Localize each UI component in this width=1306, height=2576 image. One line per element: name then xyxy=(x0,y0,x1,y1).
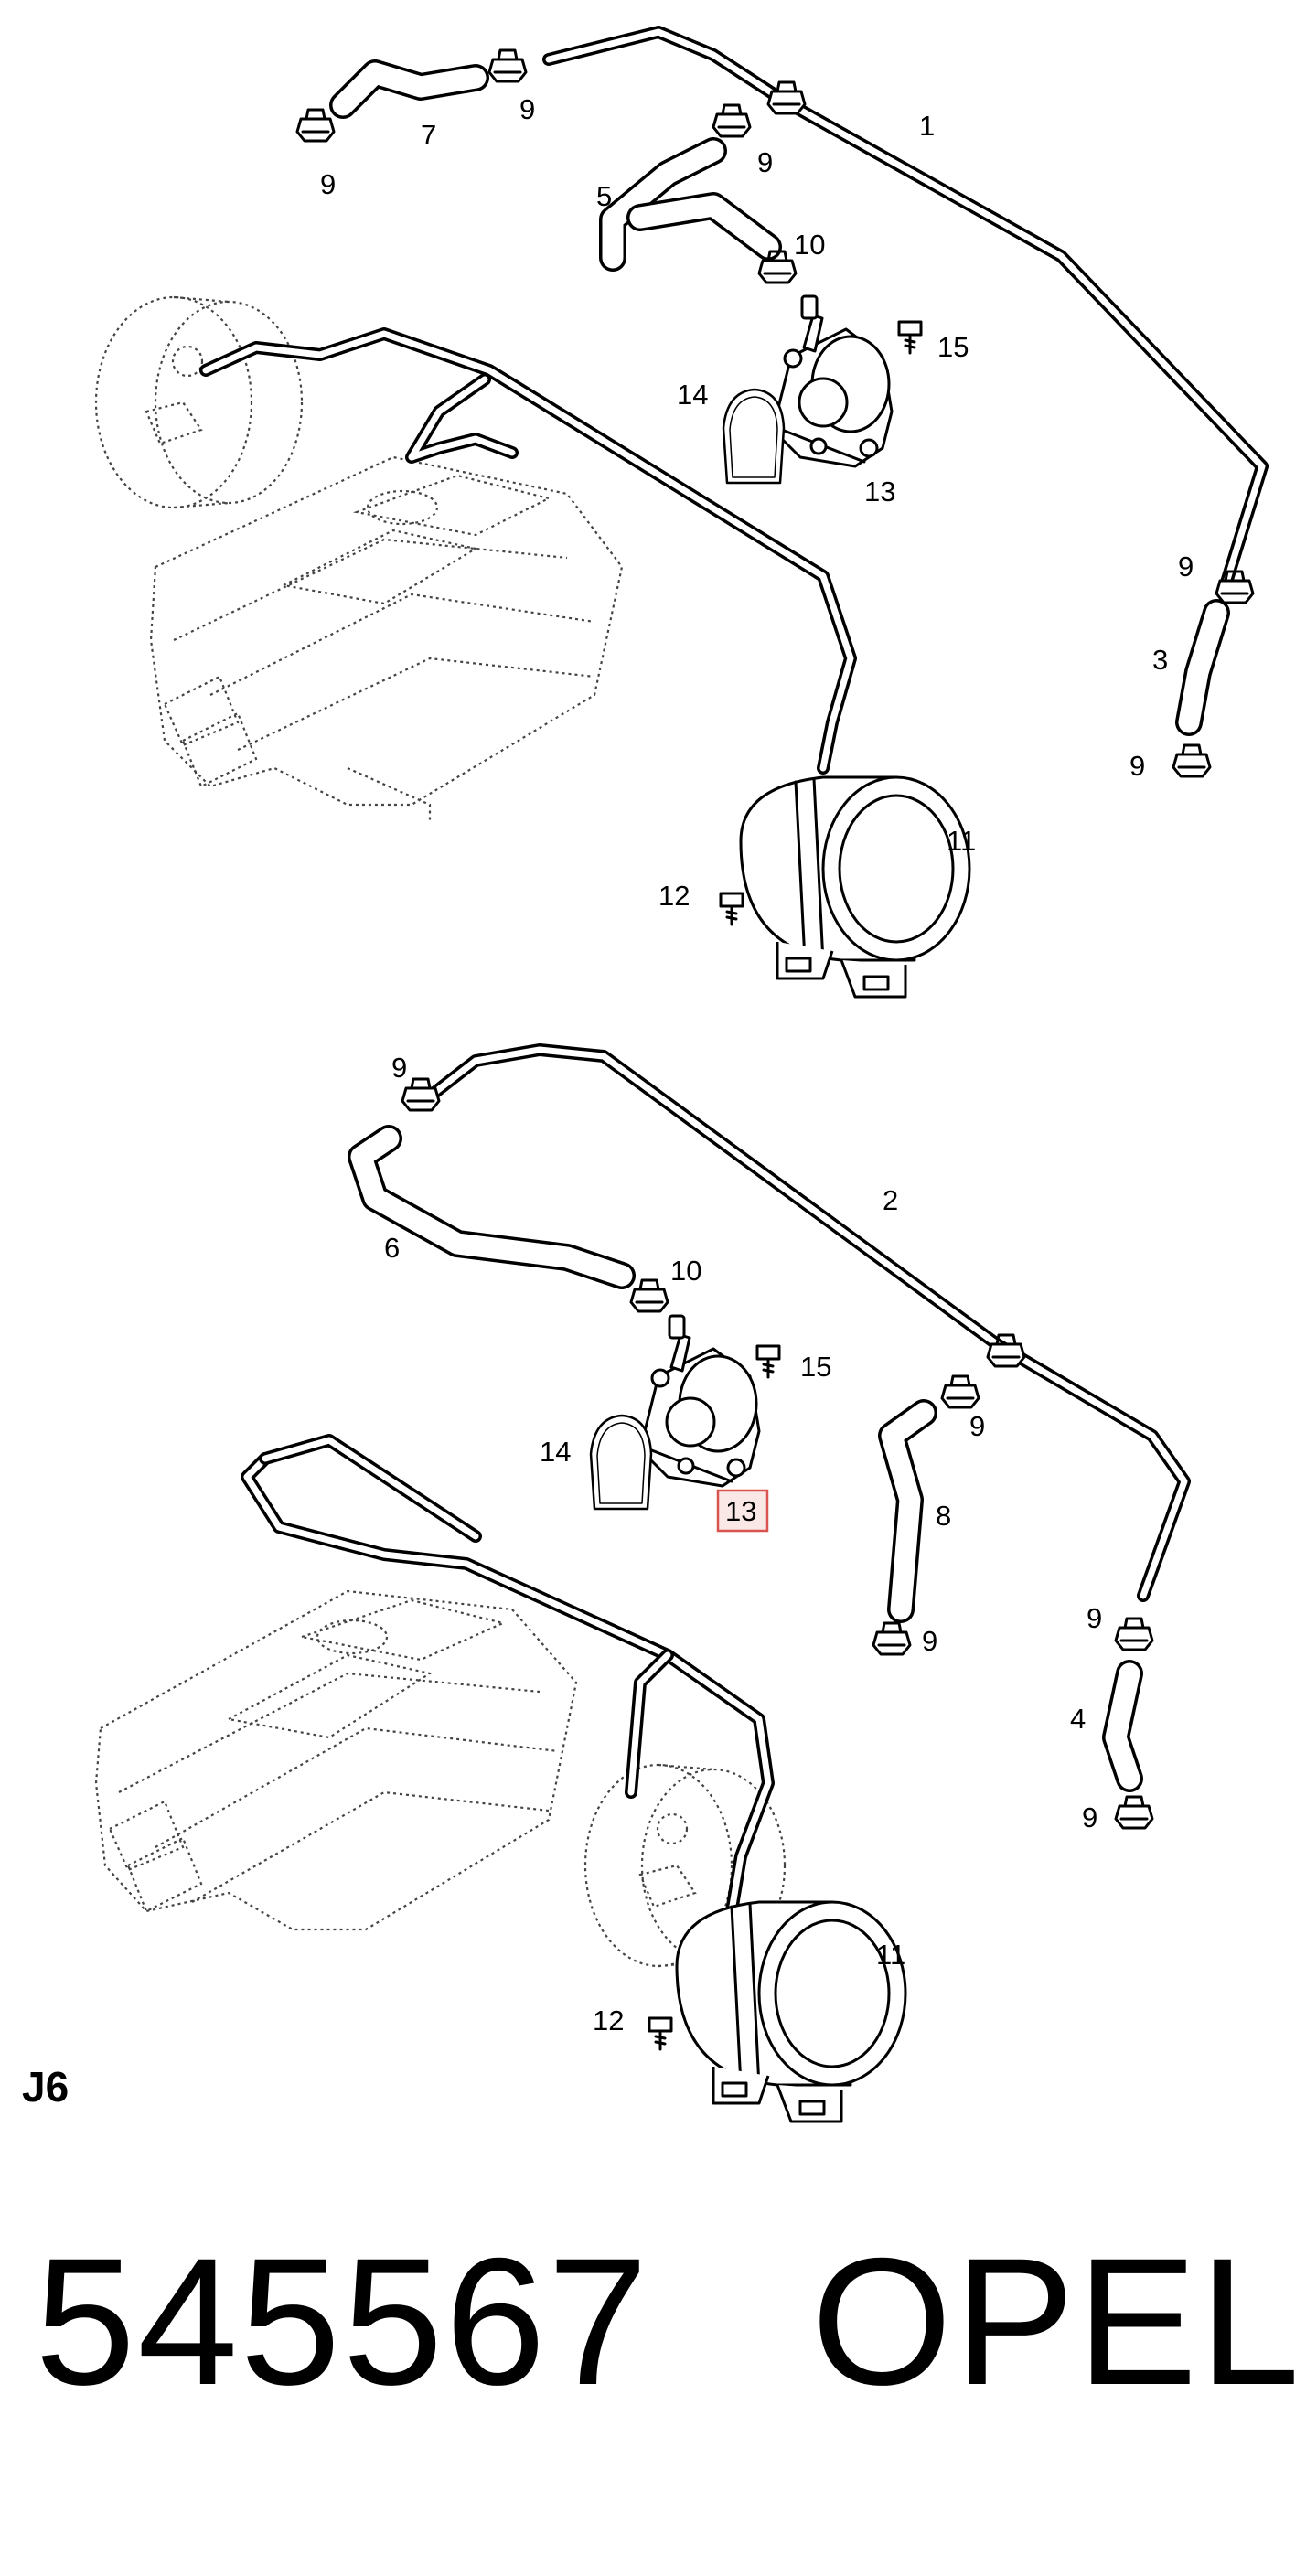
clamp-9-top-b xyxy=(487,48,528,83)
callout-2-bottom: 2 xyxy=(883,1184,898,1216)
hose-8 xyxy=(878,1399,937,1623)
callout-1-top: 1 xyxy=(919,110,935,142)
callout-15-top: 15 xyxy=(937,331,969,363)
callout-8-bottom: 8 xyxy=(936,1500,951,1532)
callout-9-top-e: 9 xyxy=(1129,750,1145,782)
line-booster-reservoir-bottom xyxy=(241,1434,775,1918)
clamp-9-bottom-a xyxy=(401,1077,441,1112)
gasket-14-top xyxy=(722,388,786,485)
hose-4 xyxy=(1102,1660,1143,1792)
hose-6 xyxy=(348,1125,636,1289)
hose-7 xyxy=(329,59,489,119)
callout-9-top-c: 9 xyxy=(757,146,773,178)
vacuum-reservoir-top xyxy=(739,775,971,999)
line-booster-reservoir-top xyxy=(199,327,857,775)
callout-11-top: 11 xyxy=(947,825,976,857)
clamp-9-bottom-d xyxy=(1114,1617,1154,1651)
callout-9-bottom-b: 9 xyxy=(969,1410,985,1442)
clamp-10-bottom xyxy=(629,1278,669,1313)
callout-6-bottom: 6 xyxy=(384,1232,400,1264)
callout-14-bottom: 14 xyxy=(540,1436,571,1468)
sheet-id-label: J6 xyxy=(22,2063,70,2111)
hose-3 xyxy=(1175,599,1230,736)
clamp-9-bottom-e xyxy=(1114,1795,1154,1830)
callout-9-bottom-e: 9 xyxy=(1082,1801,1097,1833)
engine-outline-top xyxy=(149,455,624,823)
callout-12-bottom: 12 xyxy=(593,2004,624,2036)
callout-12-top: 12 xyxy=(658,880,690,912)
bottom-view: 2 4 6 8 9 9 9 9 9 10 11 12 13 14 15 xyxy=(94,1043,1191,2123)
callout-3-top: 3 xyxy=(1152,644,1168,676)
callout-9-top-b: 9 xyxy=(519,93,535,125)
clamp-9-bottom-b xyxy=(940,1374,980,1409)
hose-5 xyxy=(599,137,782,272)
callout-11-bottom: 11 xyxy=(876,1939,905,1971)
callout-9-top-a: 9 xyxy=(320,168,336,200)
callout-10-bottom: 10 xyxy=(670,1255,701,1287)
screw-12-bottom xyxy=(648,2016,673,2051)
vacuum-pump-bottom xyxy=(638,1314,761,1488)
callout-5-top: 5 xyxy=(596,180,612,212)
vacuum-reservoir-bottom xyxy=(675,1900,907,2123)
brake-booster-top xyxy=(94,295,304,509)
pipe-2 xyxy=(428,1043,1191,1602)
callout-9-bottom-c: 9 xyxy=(922,1625,937,1657)
top-view: 1 3 5 7 9 9 9 9 9 10 11 12 13 14 15 xyxy=(94,26,1269,999)
clamp-9-top-a xyxy=(295,108,336,143)
callout-14-top: 14 xyxy=(677,379,708,411)
callout-4-bottom: 4 xyxy=(1070,1703,1086,1735)
clamp-9-bottom-c xyxy=(872,1621,912,1656)
pipe-1 xyxy=(542,26,1269,592)
gasket-14-bottom xyxy=(589,1414,653,1511)
screw-15-top xyxy=(897,320,923,355)
vacuum-pump-top xyxy=(771,294,894,468)
brand-label: OPEL xyxy=(811,2220,1302,2422)
callout-9-bottom-a: 9 xyxy=(391,1052,407,1084)
callout-9-bottom-d: 9 xyxy=(1087,1602,1102,1634)
engine-outline-bottom xyxy=(94,1589,578,1931)
part-number-label: 545567 xyxy=(35,2220,650,2422)
callout-13-bottom: 13 xyxy=(725,1495,756,1527)
clamp-9-top-c xyxy=(712,103,752,138)
callout-13-top: 13 xyxy=(864,476,895,508)
clamp-9-top-e xyxy=(1172,743,1212,778)
callout-15-bottom: 15 xyxy=(800,1351,831,1383)
callout-9-top-d: 9 xyxy=(1178,550,1194,583)
callout-7-top: 7 xyxy=(421,119,436,151)
screw-15-bottom xyxy=(755,1344,781,1379)
callout-10-top: 10 xyxy=(794,229,825,261)
screw-12-top xyxy=(719,892,744,926)
callout-13-highlight-box xyxy=(716,1489,769,1533)
